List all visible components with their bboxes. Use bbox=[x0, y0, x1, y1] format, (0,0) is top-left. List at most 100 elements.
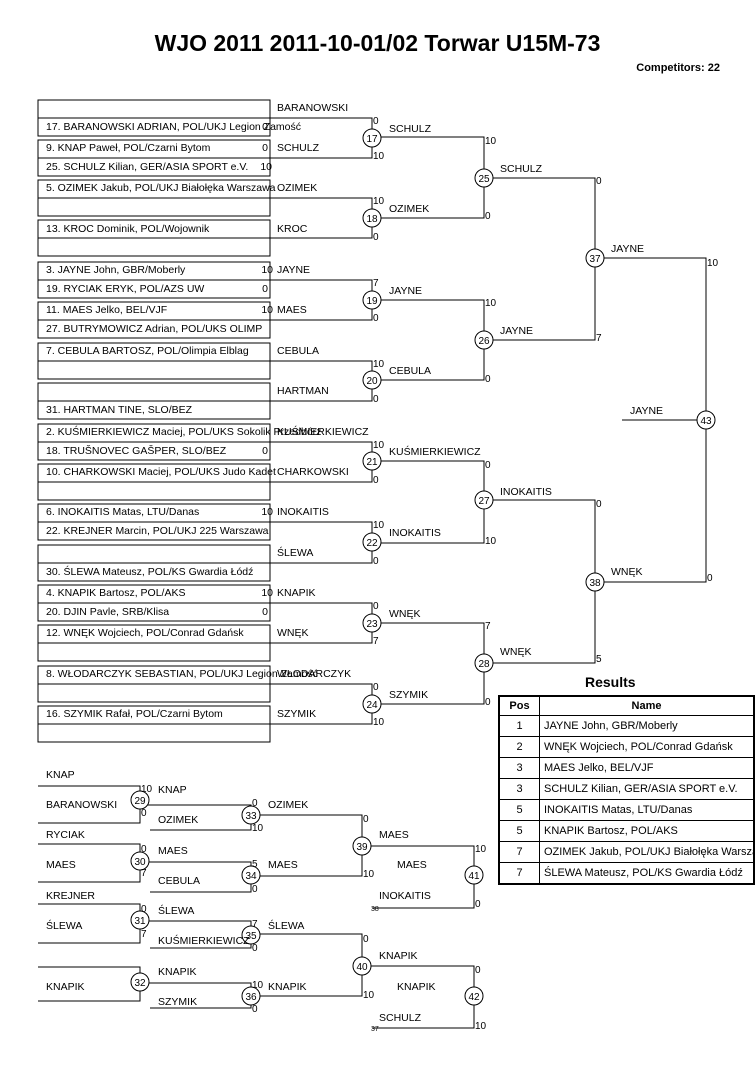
result-name: OZIMEK Jakub, POL/UKJ Białołęka Warszawa bbox=[539, 841, 755, 863]
entry-score: 10 bbox=[261, 506, 273, 518]
match-number: 23 bbox=[366, 619, 378, 630]
entry-text: 30. ŚLEWA Mateusz, POL/KS Gwardia Łódź bbox=[46, 565, 253, 578]
winner-label: JAYNE bbox=[389, 285, 422, 297]
rep-label: OZIMEK bbox=[158, 814, 198, 826]
result-name: INOKAITIS Matas, LTU/Danas bbox=[539, 799, 755, 821]
rep-label: KREJNER bbox=[46, 890, 95, 902]
match-score: 7 bbox=[373, 636, 379, 647]
entry-score: 0 bbox=[262, 606, 268, 618]
entry-text: 20. DJIN Pavle, SRB/Klisa bbox=[46, 606, 169, 618]
rep-label: KNAPIK bbox=[397, 981, 436, 993]
entry-text: 17. BARANOWSKI ADRIAN, POL/UKJ Legion Za… bbox=[46, 121, 301, 133]
winner-label: SCHULZ bbox=[277, 142, 320, 154]
winner-label: WNĘK bbox=[500, 646, 532, 658]
match-score: 0 bbox=[373, 232, 379, 243]
match-number: 37 bbox=[589, 254, 601, 265]
match-score: 0 bbox=[373, 116, 379, 127]
match-score: 10 bbox=[373, 717, 385, 728]
result-name: MAES Jelko, BEL/VJF bbox=[539, 757, 755, 779]
rep-label: MAES bbox=[397, 859, 427, 871]
match-number: 21 bbox=[366, 457, 378, 468]
entry-text: 13. KROC Dominik, POL/Wojownik bbox=[46, 223, 210, 235]
rep-label: KNAP bbox=[46, 769, 75, 781]
match-number: 30 bbox=[134, 857, 146, 868]
match-number: 35 bbox=[245, 931, 257, 942]
rep-score: 10 bbox=[475, 1021, 487, 1032]
match-number: 31 bbox=[134, 916, 146, 927]
match-score: 0 bbox=[373, 313, 379, 324]
entry-score: 10 bbox=[261, 264, 273, 276]
match-score: 0 bbox=[485, 374, 491, 385]
match-number: 25 bbox=[478, 174, 490, 185]
rep-score: 10 bbox=[252, 823, 264, 834]
rep-score: 5 bbox=[252, 859, 258, 870]
rep-score: 0 bbox=[252, 943, 258, 954]
match-number: 18 bbox=[366, 214, 378, 225]
match-score: 7 bbox=[485, 621, 491, 632]
entry-text: 3. JAYNE John, GBR/Moberly bbox=[46, 264, 186, 276]
entry-text: 31. HARTMAN TINE, SLO/BEZ bbox=[46, 404, 193, 416]
rep-label: INOKAITIS bbox=[379, 890, 431, 902]
bye-label: CHARKOWSKI bbox=[277, 466, 349, 478]
result-pos: 3 bbox=[498, 757, 540, 779]
match-number: 42 bbox=[468, 992, 480, 1003]
result-pos: 5 bbox=[498, 799, 540, 821]
entry-boxes bbox=[37, 99, 271, 743]
match-score: 10 bbox=[373, 359, 385, 370]
rep-note: 37 bbox=[371, 1026, 379, 1033]
entry-score: 0 bbox=[262, 121, 268, 133]
result-pos: 7 bbox=[498, 841, 540, 863]
rep-label: KNAPIK bbox=[158, 966, 197, 978]
bye-label: SZYMIK bbox=[277, 708, 316, 720]
match-number: 24 bbox=[366, 700, 378, 711]
rep-label: MAES bbox=[268, 859, 298, 871]
rep-label: MAES bbox=[158, 845, 188, 857]
entry-text: 10. CHARKOWSKI Maciej, POL/UKS Judo Kade… bbox=[46, 466, 276, 478]
main-bracket-lines bbox=[270, 117, 707, 725]
entry-text: 9. KNAP Paweł, POL/Czarni Bytom bbox=[46, 142, 211, 154]
match-number: 29 bbox=[134, 796, 146, 807]
rep-label: KNAP bbox=[158, 784, 187, 796]
match-number: 41 bbox=[468, 871, 480, 882]
match-number: 34 bbox=[245, 871, 257, 882]
entry-text: 25. SCHULZ Kilian, GER/ASIA SPORT e.V. bbox=[46, 161, 248, 173]
rep-score: 10 bbox=[475, 844, 487, 855]
bye-label: KUŚMIERKIEWICZ bbox=[277, 425, 369, 438]
match-score: 0 bbox=[707, 573, 713, 584]
match-score: 10 bbox=[485, 536, 497, 547]
match-score: 0 bbox=[373, 394, 379, 405]
bye-label: CEBULA bbox=[277, 345, 319, 357]
entry-text: 12. WNĘK Wojciech, POL/Conrad Gdańsk bbox=[46, 627, 244, 639]
match-score: 0 bbox=[373, 556, 379, 567]
match-number: 33 bbox=[245, 811, 257, 822]
match-number: 28 bbox=[478, 659, 490, 670]
match-score: 5 bbox=[596, 654, 602, 665]
match-score: 10 bbox=[485, 298, 497, 309]
winner-label: JAYNE bbox=[500, 325, 533, 337]
result-name: KNAPIK Bartosz, POL/AKS bbox=[539, 820, 755, 842]
match-number: 40 bbox=[356, 962, 368, 973]
match-score: 0 bbox=[485, 697, 491, 708]
rep-label: ŚLEWA bbox=[158, 904, 194, 917]
rep-score: 10 bbox=[363, 990, 375, 1001]
rep-label: KNAPIK bbox=[379, 950, 418, 962]
result-pos: 1 bbox=[498, 715, 540, 737]
entry-text: 19. RYCIAK ERYK, POL/AZS UW bbox=[46, 283, 204, 295]
result-name: JAYNE John, GBR/Moberly bbox=[539, 715, 755, 737]
rep-score: 0 bbox=[252, 1004, 258, 1015]
winner-label: INOKAITIS bbox=[389, 527, 441, 539]
bye-label: BARANOWSKI bbox=[277, 102, 348, 114]
rep-score: 10 bbox=[252, 980, 264, 991]
page-title: WJO 2011 2011-10-01/02 Torwar U15M-73 bbox=[154, 30, 601, 56]
rep-score: 0 bbox=[141, 904, 147, 915]
entry-text: 22. KREJNER Marcin, POL/UKJ 225 Warszawa bbox=[46, 525, 269, 537]
match-number: 22 bbox=[366, 538, 378, 549]
winner-label: CEBULA bbox=[389, 365, 431, 377]
rep-label: RYCIAK bbox=[46, 829, 85, 841]
result-pos: 2 bbox=[498, 736, 540, 758]
